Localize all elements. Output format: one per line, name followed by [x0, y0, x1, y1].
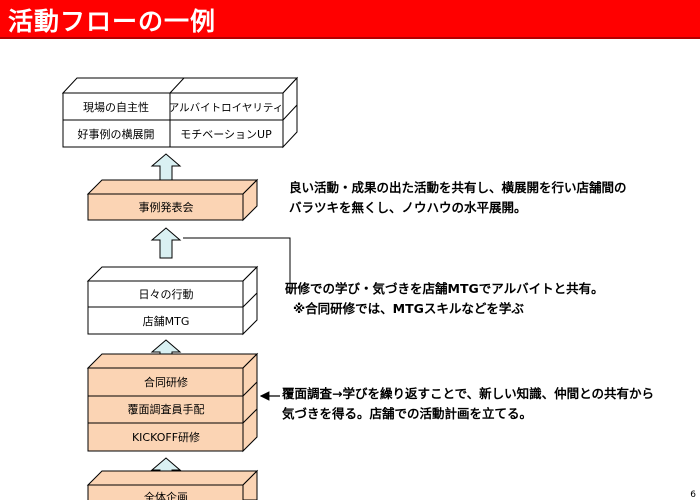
feedback-connector [183, 237, 291, 294]
cell-horizontal-deployment: 好事例の横展開 [78, 127, 155, 141]
title-bar: 活動フローの一例 [0, 0, 700, 37]
top-stack: 現場の自主性 アルバイトロイヤリティ 好事例の横展開 モチベーションUP [61, 76, 299, 149]
daily-actions-label: 日々の行動 [139, 287, 194, 301]
kickoff-training-label: KICKOFF研修 [132, 430, 200, 444]
store-mtg-label: 店舗MTG [143, 314, 190, 328]
cell-autonomy: 現場の自主性 [83, 100, 149, 114]
title-underline [0, 37, 700, 39]
page-number: 6 [690, 490, 696, 500]
note-case-sharing: 良い活動・成果の出た活動を共有し、横展開を行い店舗間の バラツキを無くし、ノウハ… [289, 180, 627, 215]
note-training-sharing: 研修での学び・気づきを店舗MTGでアルバイトと共有。 ※合同研修では、MTGスキ… [285, 281, 604, 316]
joint-training-label: 合同研修 [144, 375, 188, 389]
case-presentation-box: 事例発表会 [86, 178, 259, 222]
page-title: 活動フローの一例 [8, 7, 217, 36]
overall-planning-box: 全体企画 [86, 469, 259, 500]
case-presentation-label: 事例発表会 [139, 200, 194, 214]
mystery-shopper-label: 覆面調査員手配 [128, 402, 205, 416]
cell-motivation: モチベーションUP [180, 128, 272, 141]
cell-loyalty: アルバイトロイヤリティ [169, 102, 283, 114]
up-arrow-2 [150, 227, 182, 259]
training-stack: 合同研修 覆面調査員手配 KICKOFF研修 [86, 352, 259, 453]
overall-planning-label: 全体企画 [144, 490, 188, 500]
daily-stack: 日々の行動 店舗MTG [86, 265, 259, 336]
note-mystery-shopper: 覆面調査→学びを繰り返すことで、新しい知識、仲間との共有から 気づきを得る。店舗… [282, 386, 654, 421]
